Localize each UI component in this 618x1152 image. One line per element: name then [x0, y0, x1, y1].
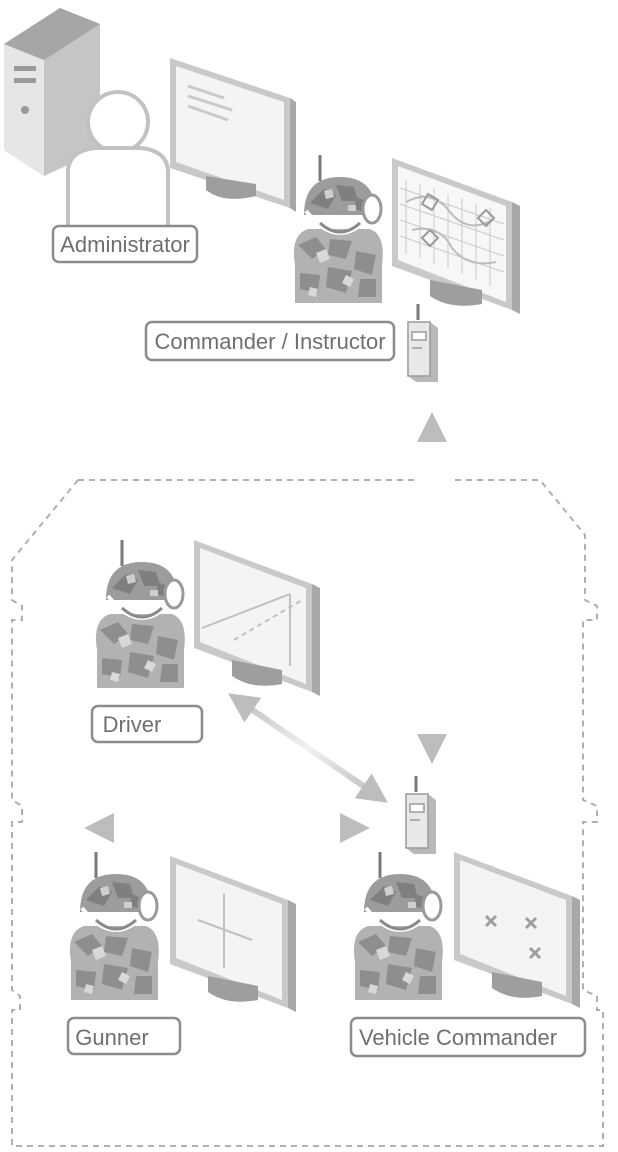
- driver-link-arrow: [228, 693, 388, 803]
- driver-label: Driver: [90, 704, 204, 744]
- administrator-label: Administrator: [51, 224, 199, 264]
- gunner-label-text: Gunner: [75, 1025, 148, 1050]
- person-silhouette-icon: [66, 90, 170, 232]
- vehicle-commander-soldier-icon: [351, 850, 445, 1002]
- targets-monitor-icon: [454, 852, 580, 1008]
- vehicle-commander-label-text: Vehicle Commander: [359, 1025, 557, 1050]
- administrator-label-text: Administrator: [60, 232, 190, 257]
- driver-label-text: Driver: [103, 712, 162, 737]
- driver-monitor-icon: [194, 540, 320, 696]
- commander-soldier-icon: [291, 153, 385, 305]
- commander-radio-icon: [406, 302, 440, 384]
- server-tower-icon: [4, 8, 100, 176]
- map-monitor-icon: [392, 158, 520, 314]
- driver-soldier-icon: [93, 538, 187, 690]
- commander-instructor-label: Commander / Instructor: [144, 320, 396, 362]
- commander-instructor-label-text: Commander / Instructor: [154, 329, 385, 354]
- crew-compartment-outline: [11, 479, 604, 1147]
- vehicle-commander-radio-icon: [404, 774, 438, 856]
- administrator-monitor-icon: [170, 58, 296, 212]
- vehicle-commander-label: Vehicle Commander: [349, 1016, 587, 1058]
- gunner-soldier-icon: [67, 850, 161, 1002]
- gunner-monitor-icon: [170, 856, 296, 1012]
- gunner-label: Gunner: [66, 1016, 182, 1056]
